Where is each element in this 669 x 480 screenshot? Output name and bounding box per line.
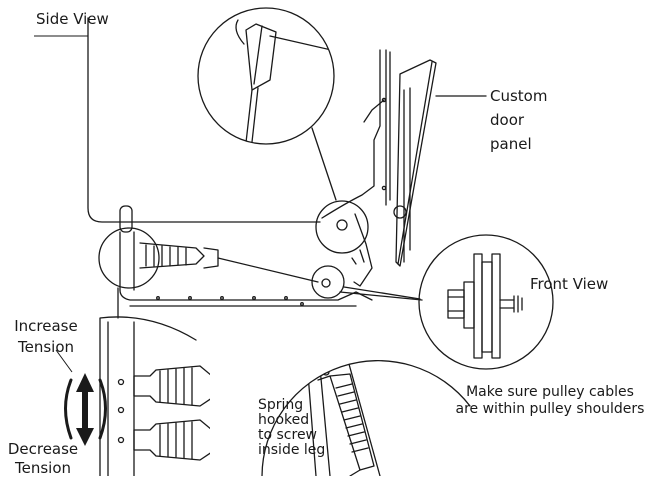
custom-door-panel-label-line3: panel <box>490 135 532 153</box>
label-leaders <box>34 35 88 373</box>
custom-door-panel <box>395 59 487 267</box>
front-view-magnified <box>343 234 554 370</box>
spring-hooked-label-line4: inside leg <box>258 442 326 458</box>
custom-door-panel-label-line2: door <box>490 111 525 129</box>
front-view-label: Front View <box>530 275 609 293</box>
custom-door-panel-label-line1: Custom <box>490 87 548 105</box>
spring-hooked-label-line3: to screw <box>258 427 318 443</box>
decrease-tension-label-line2: Tension <box>14 459 71 477</box>
side-view-label: Side View <box>36 10 109 28</box>
spring-hooked-label-line1: Spring <box>258 397 304 413</box>
left-magnified-tension-view <box>99 316 210 477</box>
pulley-detail <box>311 265 423 301</box>
spring-leg-detail <box>98 205 373 319</box>
pulley-note-line1: Make sure pulley cables <box>466 384 634 400</box>
tension-adjust-arrow <box>64 378 107 440</box>
double-arrow-icon <box>76 373 94 446</box>
increase-tension-label-line2: Tension <box>17 338 74 356</box>
pulley-note-line2: are within pulley shoulders <box>455 401 645 417</box>
hinge-detail <box>315 200 407 287</box>
cabinet-side-outline <box>87 17 391 223</box>
spring-hooked-label-line2: hooked <box>258 412 310 428</box>
increase-tension-label-line1: Increase <box>14 317 78 335</box>
top-magnified-view <box>197 7 337 201</box>
decrease-tension-label-line1: Decrease <box>7 440 79 458</box>
